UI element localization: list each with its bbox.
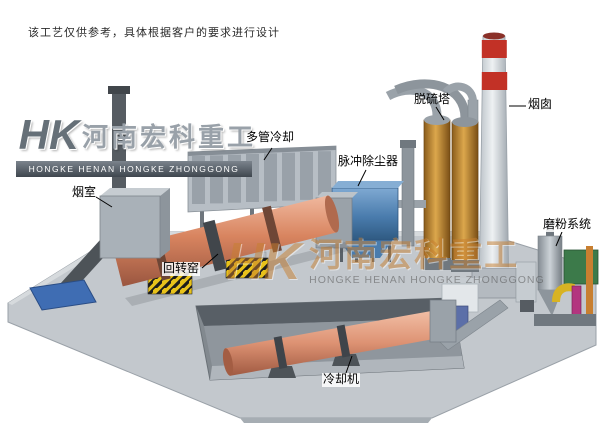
disclaimer-note: 该工艺仅供参考，具体根据客户的要求进行设计 (28, 27, 280, 39)
label-cooling-machine: 冷却机 (322, 372, 361, 387)
logo-name-en: HONGKE HENAN HONGKE ZHONGGONG (16, 161, 252, 177)
chimney (471, 32, 517, 299)
chimney-band-lower (481, 72, 508, 90)
label-grinding-system: 磨粉系统 (542, 217, 593, 232)
desulf-tower-2 (451, 121, 479, 265)
cooling-machine (222, 299, 457, 378)
logo-monogram: HK (18, 111, 80, 158)
leader-lines (95, 105, 563, 374)
water-pool (29, 279, 97, 311)
chimney-band-top (481, 40, 507, 58)
brand-logo: HK 河南宏科重工 HONGKE HENAN HONGKE ZHONGGONG (16, 114, 260, 177)
orange-pipe (586, 246, 593, 320)
grinding-system (515, 222, 599, 326)
label-desulfurization-tower: 脱硫塔 (414, 92, 451, 106)
cyclone (537, 235, 563, 291)
label-smoke-chamber: 烟室 (72, 185, 97, 199)
desulf-tower-1 (423, 119, 451, 263)
label-pulse-dust-collector: 脉冲除尘器 (338, 154, 399, 168)
logo-name-cn: 河南宏科重工 (82, 121, 257, 152)
label-chimney: 烟囱 (528, 97, 553, 111)
label-multi-tube-cooler: 多管冷却 (246, 130, 295, 144)
label-rotary-kiln: 回转窑 (162, 261, 201, 276)
desulfurization-towers (385, 79, 479, 272)
